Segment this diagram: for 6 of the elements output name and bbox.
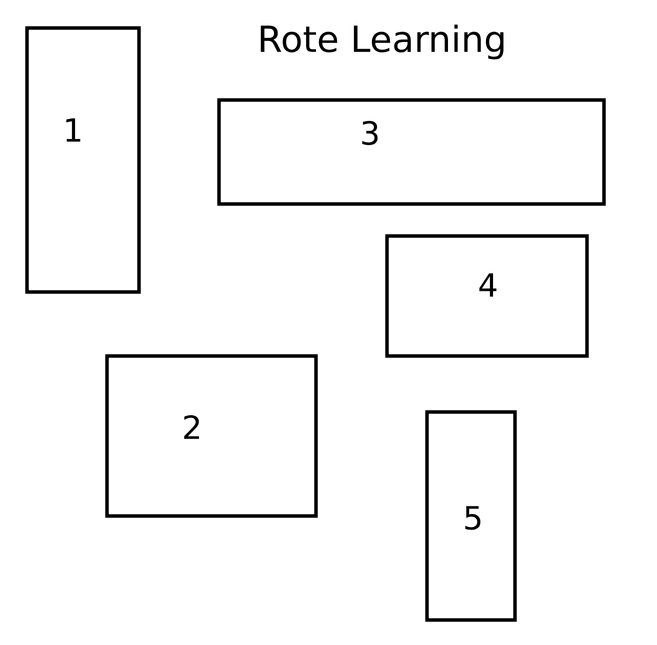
numbered-box: 3: [217, 98, 606, 206]
numbered-box: 2: [105, 354, 318, 518]
numbered-box: 1: [25, 26, 141, 294]
numbered-box: 4: [385, 234, 589, 358]
numbered-box: 5: [425, 410, 517, 622]
title: Rote Learning: [260, 24, 504, 60]
